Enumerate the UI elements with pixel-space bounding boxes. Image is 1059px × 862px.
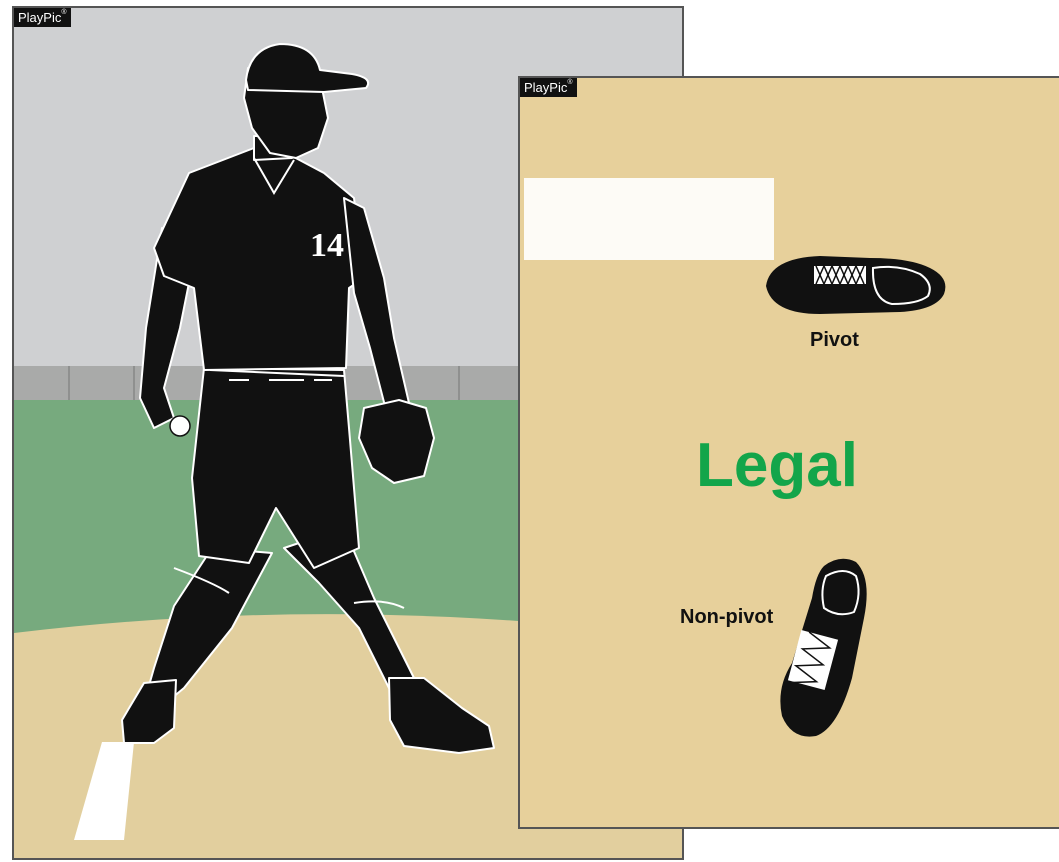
playpic-logo: PlayPic® xyxy=(14,8,71,27)
pitchers-plate xyxy=(524,178,774,260)
verdict-label: Legal xyxy=(696,430,858,502)
jersey-number: 14 xyxy=(310,227,344,264)
registered-mark: ® xyxy=(567,79,572,86)
registered-mark: ® xyxy=(61,9,66,16)
playpic-logo-text: PlayPic xyxy=(524,80,567,95)
foot-placement-panel: PlayPic® Pivot Legal Non-pivot xyxy=(518,76,1059,829)
pivot-label: Pivot xyxy=(810,328,859,352)
baseball xyxy=(170,416,190,436)
pivot-shoe-icon xyxy=(766,256,945,314)
non-pivot-label: Non-pivot xyxy=(680,605,773,629)
playpic-logo: PlayPic® xyxy=(520,78,577,97)
playpic-logo-text: PlayPic xyxy=(18,10,61,25)
